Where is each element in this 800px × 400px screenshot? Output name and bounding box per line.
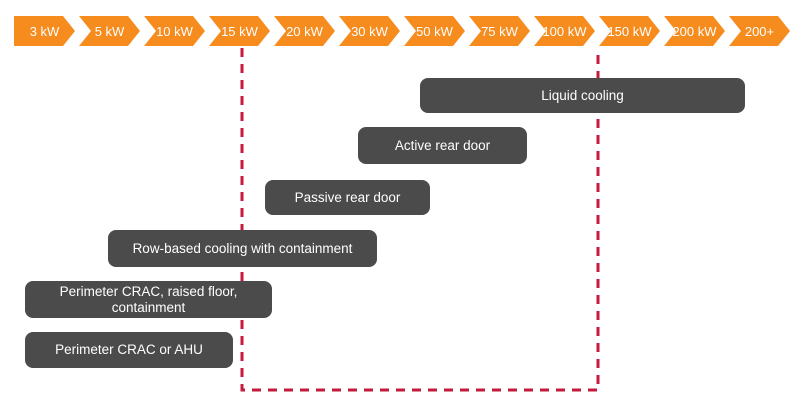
scale-segment-label: 75 kW [481,23,518,39]
scale-segment-label: 15 kW [221,23,258,39]
scale-segment-label: 5 kW [94,23,125,39]
scale-segment-30-kw: 30 kW [339,16,400,46]
scale-segment-label: 50 kW [416,23,453,39]
cooling-method-perimeter-crac-raised-floor-containment: Perimeter CRAC, raised floor, containmen… [25,281,272,318]
cooling-method-label: Row-based cooling with containment [132,240,353,256]
scale-segment-150-kw: 150 kW [599,16,660,46]
cooling-method-label: Passive rear door [294,189,401,205]
cooling-method-label: Perimeter CRAC or AHU [55,342,203,358]
scale-segment-10-kw: 10 kW [144,16,205,46]
scale-segment-label: 10 kW [156,23,193,39]
cooling-method-active-rear-door: Active rear door [358,127,527,164]
scale-segment-label: 3 kW [29,23,60,39]
scale-segment-label: 100 kW [542,23,587,39]
scale-segment-75-kw: 75 kW [469,16,530,46]
scale-segment-200: 200+ [729,16,790,46]
power-scale-band: 3 kW 5 kW 10 kW 15 kW 20 kW 30 kW 50 kW 75 kW 10… [14,16,790,46]
scale-segment-15-kw: 15 kW [209,16,270,46]
scale-segment-100-kw: 100 kW [534,16,595,46]
cooling-method-passive-rear-door: Passive rear door [265,180,430,215]
scale-segment-20-kw: 20 kW [274,16,335,46]
scale-segment-50-kw: 50 kW [404,16,465,46]
scale-segment-200-kw: 200 kW [664,16,725,46]
scale-segment-3-kw: 3 kW [14,16,75,46]
scale-segment-label: 200+ [744,23,775,39]
scale-segment-5-kw: 5 kW [79,16,140,46]
cooling-method-row-based-cooling-with-containment: Row-based cooling with containment [108,230,377,267]
cooling-method-liquid-cooling: Liquid cooling [420,78,745,113]
cooling-method-label: Active rear door [394,137,491,153]
scale-segment-label: 20 kW [286,23,323,39]
cooling-method-label: Liquid cooling [541,87,624,103]
scale-segment-label: 30 kW [351,23,388,39]
cooling-method-perimeter-crac-or-ahu: Perimeter CRAC or AHU [25,332,233,368]
scale-segment-label: 150 kW [607,23,652,39]
scale-segment-label: 200 kW [672,23,717,39]
cooling-method-label: Perimeter CRAC, raised floor, containmen… [59,283,238,315]
